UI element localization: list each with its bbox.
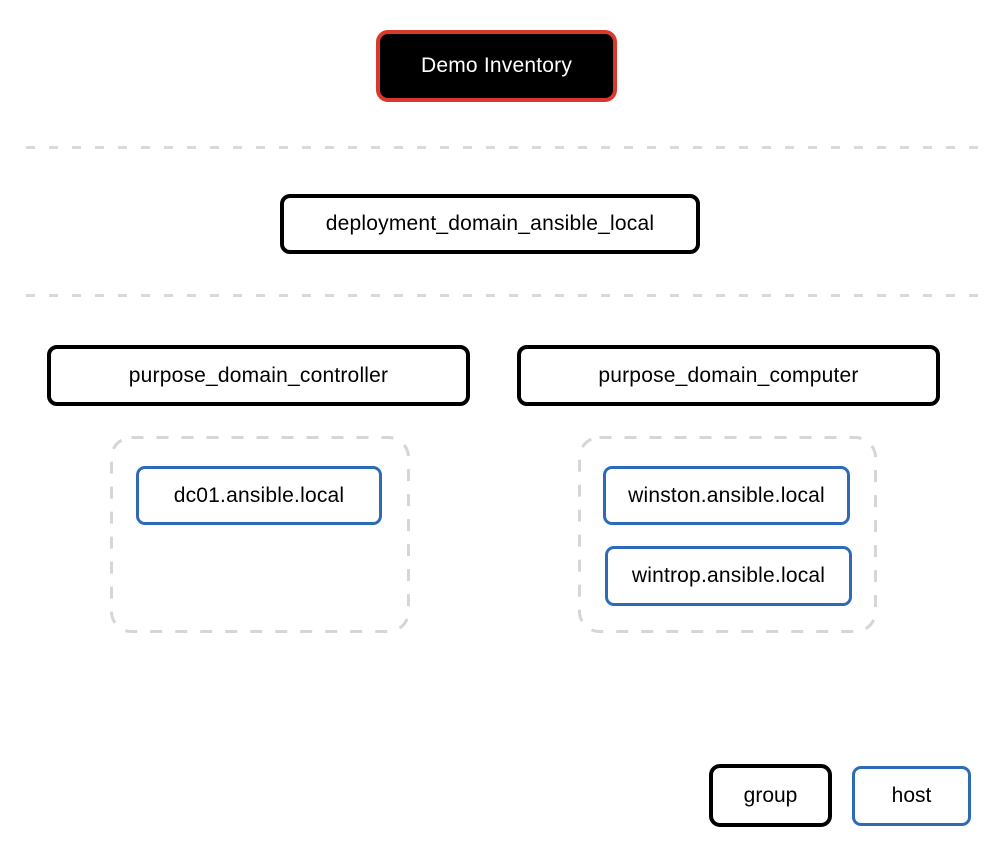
legend-group-label: group: [743, 783, 798, 807]
node-purpose-domain-controller-label: purpose_domain_controller: [128, 363, 389, 387]
node-deployment-domain-label: deployment_domain_ansible_local: [325, 212, 655, 235]
node-host-dc01-label: dc01.ansible.local: [173, 483, 345, 507]
node-host-winston-label: winston.ansible.local: [628, 483, 825, 507]
node-purpose-domain-computer: purpose_domain_computer: [517, 345, 940, 406]
node-host-dc01: dc01.ansible.local: [136, 466, 382, 525]
dashed-separator-middle: [26, 294, 978, 297]
host-zone-computer: winston.ansible.local wintrop.ansible.lo…: [578, 436, 877, 633]
node-demo-inventory: Demo Inventory: [376, 30, 617, 102]
host-zone-controller: dc01.ansible.local: [110, 436, 410, 633]
node-deployment-domain: deployment_domain_ansible_local: [280, 194, 700, 254]
host-zone-computer-border: [578, 436, 877, 633]
node-host-wintrop: wintrop.ansible.local: [605, 546, 852, 606]
legend-host: host: [852, 766, 971, 826]
host-zone-controller-border: [110, 436, 410, 633]
node-purpose-domain-computer-label: purpose_domain_computer: [598, 363, 859, 387]
dashed-separator-top: [26, 146, 978, 149]
node-host-winston: winston.ansible.local: [603, 466, 850, 525]
node-host-wintrop-label: wintrop.ansible.local: [631, 564, 826, 587]
node-purpose-domain-controller: purpose_domain_controller: [47, 345, 470, 406]
legend-group: group: [709, 764, 832, 827]
legend-host-label: host: [891, 784, 932, 807]
node-demo-inventory-label: Demo Inventory: [420, 54, 573, 77]
